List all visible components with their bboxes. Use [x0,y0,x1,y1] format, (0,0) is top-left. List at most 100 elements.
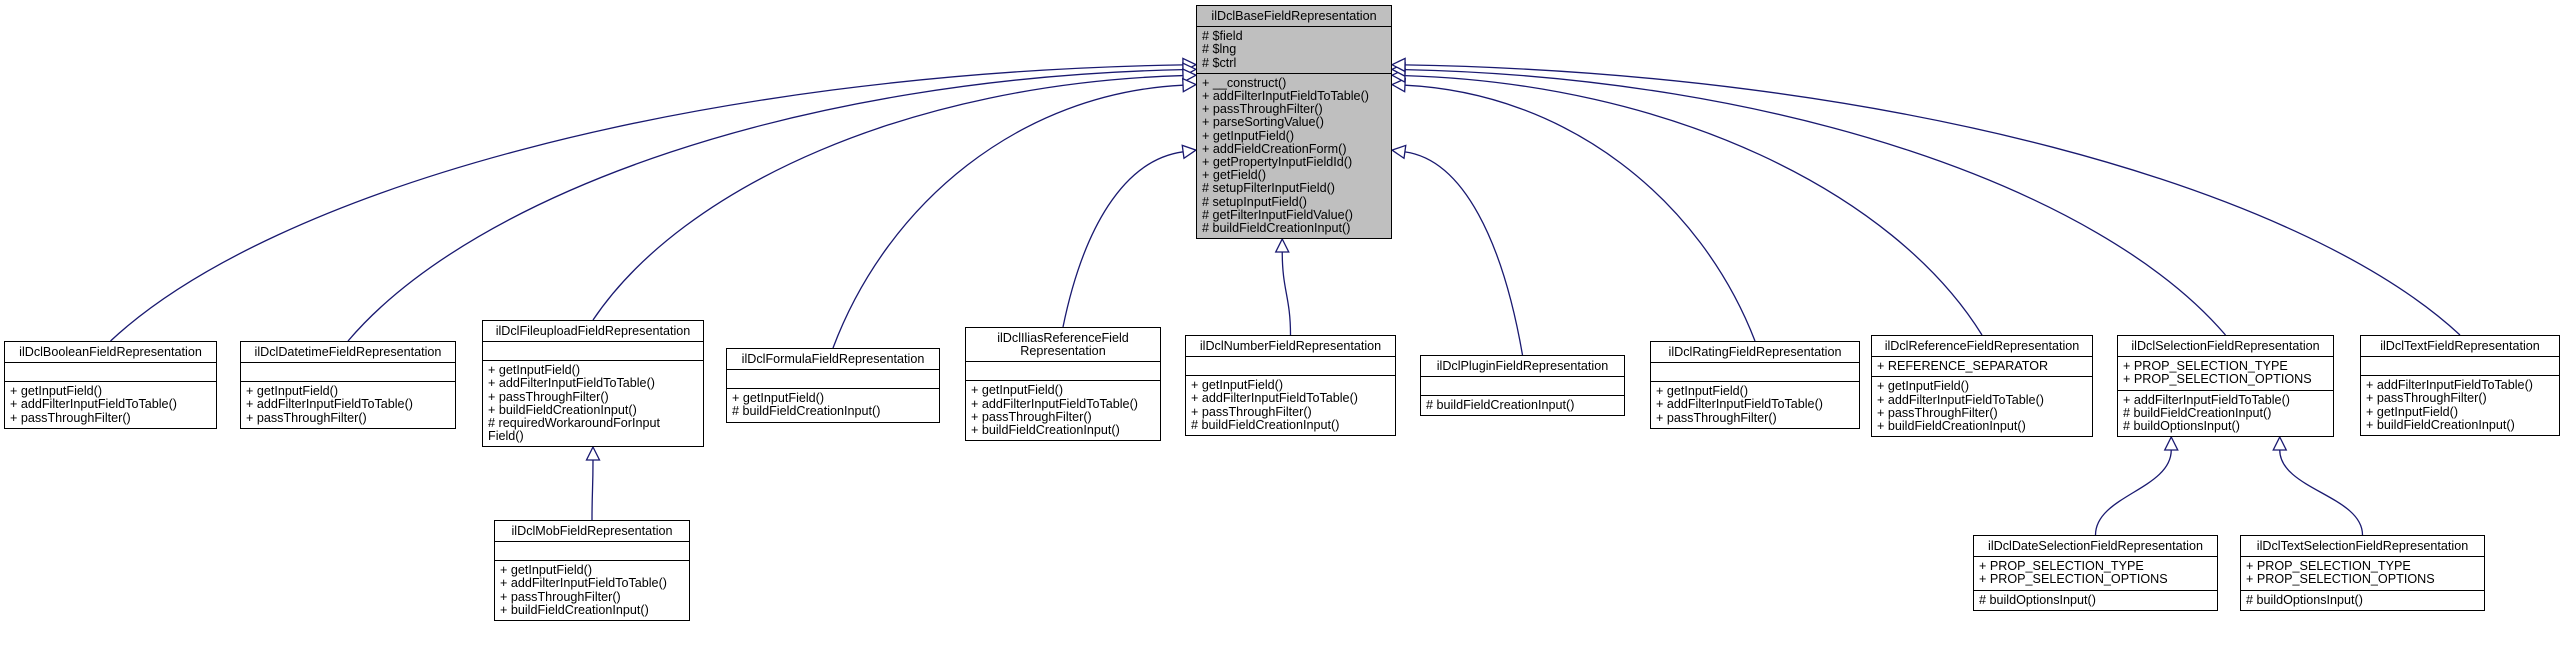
method: # buildOptionsInput() [1979,592,2096,607]
methods-section: + getInputField()+ addFilterInputFieldTo… [5,381,216,428]
method: + passThroughFilter() [1191,404,1312,419]
class-name: ilDclRatingFieldRepresentation [1668,345,1842,359]
class-box-plugin: ilDclPluginFieldRepresentation# buildFie… [1420,355,1625,417]
methods-section: # buildOptionsInput() [2241,589,2484,610]
method: + passThroughFilter() [1202,102,1323,117]
method: + passThroughFilter() [1877,405,1998,420]
attributes-section [495,541,689,560]
inheritance-edge-datetime [347,68,1184,342]
class-box-dateselection: ilDclDateSelectionFieldRepresentation+ P… [1973,535,2218,611]
method: + passThroughFilter() [2366,391,2487,406]
methods-section: + getInputField()+ addFilterInputFieldTo… [241,381,455,428]
method: + getInputField() [971,383,1064,398]
attributes-section [1651,362,1859,381]
method: # buildOptionsInput() [2246,592,2363,607]
inheritance-arrowhead-icon [585,445,601,461]
inheritance-edge-textselection [2279,449,2364,536]
inheritance-edge-selection [1404,68,2226,336]
method: # getFilterInputFieldValue() [1202,207,1353,222]
inheritance-edge-dateselection [2094,449,2172,536]
inheritance-arrowhead-icon [1390,57,1406,73]
class-box-reference: ilDclReferenceFieldRepresentation+ REFER… [1871,335,2093,438]
class-box-formula: ilDclFormulaFieldRepresentation+ getInpu… [726,348,940,423]
class-name: ilDclMobFieldRepresentation [511,524,673,538]
method: + __construct() [1202,75,1287,90]
method: + addFilterInputFieldToTable() [1877,392,2044,407]
method: + addFilterInputFieldToTable() [1656,397,1823,412]
method: + passThroughFilter() [500,589,621,604]
class-name: ilDclTextSelectionFieldRepresentation [2256,539,2469,553]
method: + passThroughFilter() [246,410,367,425]
inheritance-edge-number [1281,251,1292,336]
method: + getInputField() [2366,404,2459,419]
attributes-section: # $field# $lng# $ctrl [1197,26,1391,73]
method: + passThroughFilter() [1656,410,1777,425]
attributes-section: + PROP_SELECTION_TYPE+ PROP_SELECTION_OP… [1974,556,2217,589]
attribute: + PROP_SELECTION_TYPE [2246,559,2411,574]
class-box-datetime: ilDclDatetimeFieldRepresentation + getInp… [240,341,456,429]
method: + passThroughFilter() [10,410,131,425]
method: + getInputField() [732,391,825,406]
inheritance-arrowhead-icon [1274,237,1290,253]
class-box-rating: ilDclRatingFieldRepresentation + getInput… [1650,341,1860,429]
method: Field() [488,429,524,444]
methods-section: # buildFieldCreationInput() [1421,395,1624,415]
methods-section: + getInputField()+ addFilterInputFieldTo… [483,360,703,446]
class-name: ilDclTextFieldRepresentation [2380,339,2540,353]
class-box-number: ilDclNumberFieldRepresentation+ getInput… [1185,335,1396,437]
method: + buildFieldCreationInput() [1877,419,2026,434]
attributes-section [1421,376,1624,395]
method: + getInputField() [500,563,593,578]
class-box-selection: ilDclSelectionFieldRepresentation + PROP_… [2117,335,2334,438]
inheritance-edge-boolean [110,64,1184,342]
method: # requiredWorkaroundForInput [488,416,660,431]
method: + addFilterInputFieldToTable() [488,376,655,391]
method: + getInputField() [1656,384,1749,399]
method: + getInputField() [1191,378,1284,393]
attribute: # $field [1202,29,1243,44]
inheritance-edge-rating [1404,84,1756,342]
method: # buildOptionsInput() [2123,419,2240,434]
methods-section: + getInputField()# buildFieldCreationInp… [727,388,939,421]
method: # setupInputField() [1202,194,1308,209]
method: + passThroughFilter() [488,389,609,404]
class-box-mob: ilDclMobFieldRepresentation + getInputFie… [494,520,690,622]
method: + addFilterInputFieldToTable() [10,397,177,412]
method: + getInputField() [1877,379,1970,394]
attribute: + PROP_SELECTION_TYPE [1979,559,2144,574]
method: + addFilterInputFieldToTable() [246,397,413,412]
inheritance-edge-text [1404,64,2461,336]
methods-section: + getInputField()+ addFilterInputFieldTo… [1872,376,2092,436]
method: + getInputField() [10,384,103,399]
class-box-boolean: ilDclBooleanFieldRepresentation + getInpu… [4,341,217,429]
attribute: + PROP_SELECTION_OPTIONS [2246,572,2435,587]
attributes-section: + PROP_SELECTION_TYPE+ PROP_SELECTION_OP… [2118,356,2333,389]
method: + passThroughFilter() [971,409,1092,424]
method: + getField() [1202,168,1267,183]
class-name: ilDclDatetimeFieldRepresentation [254,345,442,359]
methods-section: + getInputField()+ addFilterInputFieldTo… [495,560,689,620]
class-box-ilias: ilDclIliasReferenceField Representation+… [965,327,1161,442]
method: + getInputField() [246,384,339,399]
inheritance-arrowhead-icon [1181,77,1198,93]
method: # buildFieldCreationInput() [732,404,881,419]
inheritance-arrowhead-icon [1182,68,1198,84]
method: + getInputField() [1202,128,1295,143]
method: # buildFieldCreationInput() [1202,221,1351,236]
method: # buildFieldCreationInput() [1191,417,1340,432]
inheritance-edge-reference [1404,74,1983,336]
class-name: ilDclBooleanFieldRepresentation [19,345,202,359]
attribute: + PROP_SELECTION_OPTIONS [1979,572,2168,587]
method: + getPropertyInputFieldId() [1202,155,1353,170]
attribute: + PROP_SELECTION_OPTIONS [2123,372,2312,387]
methods-section: # buildOptionsInput() [1974,589,2217,610]
attributes-section [483,341,703,360]
method: # setupFilterInputField() [1202,181,1335,196]
methods-section: + getInputField()+ addFilterInputFieldTo… [1651,381,1859,428]
class-box-textselection: ilDclTextSelectionFieldRepresentation + P… [2240,535,2485,611]
inheritance-arrowhead-icon [1181,144,1198,160]
class-box-fileupload: ilDclFileuploadFieldRepresentation+ getI… [482,320,704,448]
class-name: ilDclSelectionFieldRepresentation [2131,339,2320,353]
attribute: + PROP_SELECTION_TYPE [2123,359,2288,374]
